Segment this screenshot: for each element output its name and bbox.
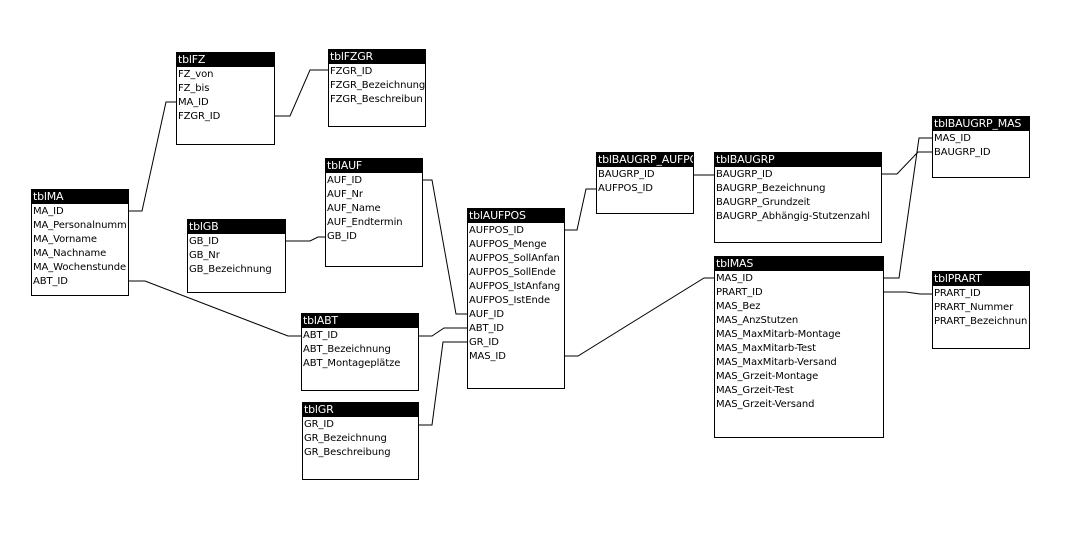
field-PRART_Bezeichnun[interactable]: PRART_Bezeichnun: [934, 316, 1028, 327]
table-title: tblAUFPOS: [468, 209, 564, 223]
field-MAS_MaxMitarb-Montage[interactable]: MAS_MaxMitarb-Montage: [716, 329, 841, 340]
table-title: tblFZGR: [329, 50, 425, 64]
field-BAUGRP_Bezeichnung[interactable]: BAUGRP_Bezeichnung: [716, 183, 826, 194]
field-MAS_MaxMitarb-Test[interactable]: MAS_MaxMitarb-Test: [716, 343, 816, 354]
relationship-line-tblAUFPOS-MAS_ID-to-tblMAS: [564, 277, 715, 357]
field-MA_Vorname[interactable]: MA_Vorname: [33, 234, 97, 245]
field-GR_Beschreibung[interactable]: GR_Beschreibung: [304, 447, 391, 458]
field-AUF_ID[interactable]: AUF_ID: [327, 175, 362, 186]
table-title: tblBAUGRP: [715, 153, 881, 167]
relationship-line-tblMAS-PRART_ID-to-tblPRART: [883, 291, 933, 295]
field-MAS_MaxMitarb-Versand[interactable]: MAS_MaxMitarb-Versand: [716, 357, 837, 368]
table-tblAUFPOS[interactable]: tblAUFPOS AUFPOS_ID AUFPOS_Menge AUFPOS_…: [467, 208, 565, 389]
table-title: tblPRART: [933, 272, 1029, 286]
field-PRART_Nummer[interactable]: PRART_Nummer: [934, 302, 1014, 313]
relationship-line-tblMAS-MAS_ID-to-tblBAUGRP_MAS: [883, 137, 933, 279]
relationship-line-tblFZ-FZGR_ID-to-tblFZGR: [274, 69, 329, 117]
field-MA_ID[interactable]: MA_ID: [33, 206, 64, 217]
field-GB_Nr[interactable]: GB_Nr: [189, 250, 220, 261]
field-FZ_von[interactable]: FZ_von: [178, 69, 214, 80]
field-MAS_AnzStutzen[interactable]: MAS_AnzStutzen: [716, 315, 799, 326]
table-tblMAS[interactable]: tblMAS MAS_ID PRART_ID MAS_Bez MAS_AnzSt…: [714, 256, 884, 438]
field-GB_ID[interactable]: GB_ID: [189, 236, 219, 247]
table-tblABT[interactable]: tblABT ABT_ID ABT_Bezeichnung ABT_Montag…: [301, 313, 419, 391]
field-FZGR_Bezeichnung[interactable]: FZGR_Bezeichnung: [330, 80, 425, 91]
relationship-line-tblAUFPOS-AUFPOS_ID-to-tblBAUGRP_AUFPOS: [564, 188, 597, 231]
table-title: tblGR: [303, 403, 418, 417]
table-tblGB[interactable]: tblGB GB_ID GB_Nr GB_Bezeichnung: [187, 219, 286, 293]
table-tblBAUGRP_AUFPOS[interactable]: tblBAUGRP_AUFPO BAUGRP_ID AUFPOS_ID: [596, 152, 694, 214]
field-AUF_Endtermin[interactable]: AUF_Endtermin: [327, 217, 403, 228]
field-MAS_Grzeit-Test[interactable]: MAS_Grzeit-Test: [716, 385, 794, 396]
table-title: tblBAUGRP_AUFPO: [597, 153, 693, 167]
field-AUFPOS_IstAnfang[interactable]: AUFPOS_IstAnfang: [469, 281, 561, 292]
field-ABT_ID[interactable]: ABT_ID: [303, 330, 338, 341]
field-AUFPOS_SollEnde[interactable]: AUFPOS_SollEnde: [469, 267, 556, 278]
field-MA_Personalnumm[interactable]: MA_Personalnumm: [33, 220, 127, 231]
table-title: tblBAUGRP_MAS: [933, 117, 1029, 131]
field-PRART_ID[interactable]: PRART_ID: [934, 288, 981, 299]
field-GR_ID[interactable]: GR_ID: [304, 419, 334, 430]
field-AUFPOS_ID[interactable]: AUFPOS_ID: [469, 225, 524, 236]
field-AUFPOS_IstEnde[interactable]: AUFPOS_IstEnde: [469, 295, 550, 306]
field-AUFPOS_Menge[interactable]: AUFPOS_Menge: [469, 239, 547, 250]
relationship-line-tblGB-GB_ID-to-tblAUF: [285, 236, 326, 242]
field-AUFPOS_SollAnfan[interactable]: AUFPOS_SollAnfan: [469, 253, 560, 264]
table-tblPRART[interactable]: tblPRART PRART_ID PRART_Nummer PRART_Bez…: [932, 271, 1030, 349]
table-tblAUF[interactable]: tblAUF AUF_ID AUF_Nr AUF_Name AUF_Endter…: [325, 158, 423, 267]
table-title: tblFZ: [177, 53, 274, 67]
field-FZGR_ID[interactable]: FZGR_ID: [330, 66, 373, 77]
field-GR_Bezeichnung[interactable]: GR_Bezeichnung: [304, 433, 387, 444]
relationship-line-tblGR-GR_ID-to-tblAUFPOS: [418, 341, 468, 426]
field-GR_ID[interactable]: GR_ID: [469, 337, 499, 348]
table-title: tblMAS: [715, 257, 883, 271]
table-tblBAUGRP[interactable]: tblBAUGRP BAUGRP_ID BAUGRP_Bezeichnung B…: [714, 152, 882, 243]
field-ABT_Bezeichnung[interactable]: ABT_Bezeichnung: [303, 344, 391, 355]
field-MA_Wochenstunde[interactable]: MA_Wochenstunde: [33, 262, 127, 273]
field-BAUGRP_ID[interactable]: BAUGRP_ID: [598, 169, 655, 180]
field-MAS_ID[interactable]: MAS_ID: [716, 273, 753, 284]
relationship-line-tblBAUGRP-BAUGRP_ID-to-tblBAUGRP_MAS: [881, 151, 933, 175]
field-AUFPOS_ID[interactable]: AUFPOS_ID: [598, 183, 653, 194]
table-tblMA[interactable]: tblMA MA_ID MA_Personalnumm MA_Vorname M…: [31, 189, 129, 296]
field-AUF_ID[interactable]: AUF_ID: [469, 309, 504, 320]
relationship-line-tblABT-ABT_ID-to-tblAUFPOS: [418, 327, 468, 337]
field-FZGR_Beschreibun[interactable]: FZGR_Beschreibun: [330, 94, 423, 105]
field-AUF_Nr[interactable]: AUF_Nr: [327, 189, 363, 200]
field-FZGR_ID[interactable]: FZGR_ID: [178, 111, 221, 122]
field-MAS_ID[interactable]: MAS_ID: [469, 351, 506, 362]
field-MAS_Grzeit-Versand[interactable]: MAS_Grzeit-Versand: [716, 399, 815, 410]
table-tblFZGR[interactable]: tblFZGR FZGR_ID FZGR_Bezeichnung FZGR_Be…: [328, 49, 426, 127]
field-ABT_ID[interactable]: ABT_ID: [469, 323, 504, 334]
field-BAUGRP_Abhaengig-Stutzenzahl[interactable]: BAUGRP_Abhängig-Stutzenzahl: [716, 211, 870, 222]
field-GB_Bezeichnung[interactable]: GB_Bezeichnung: [189, 264, 272, 275]
field-MA_Nachname[interactable]: MA_Nachname: [33, 248, 107, 259]
field-FZ_bis[interactable]: FZ_bis: [178, 83, 210, 94]
field-BAUGRP_Grundzeit[interactable]: BAUGRP_Grundzeit: [716, 197, 811, 208]
table-tblFZ[interactable]: tblFZ FZ_von FZ_bis MA_ID FZGR_ID: [176, 52, 275, 145]
table-title: tblMA: [32, 190, 128, 204]
relationship-line-tblMA-MA_ID-to-tblFZ: [129, 101, 177, 212]
field-BAUGRP_ID[interactable]: BAUGRP_ID: [716, 169, 773, 180]
field-ABT_Montageplaetze[interactable]: ABT_Montageplätze: [303, 358, 401, 369]
table-title: tblAUF: [326, 159, 422, 173]
table-tblGR[interactable]: tblGR GR_ID GR_Bezeichnung GR_Beschreibu…: [302, 402, 419, 480]
field-BAUGRP_ID[interactable]: BAUGRP_ID: [934, 147, 991, 158]
field-MAS_Bez[interactable]: MAS_Bez: [716, 301, 761, 312]
table-title: tblABT: [302, 314, 418, 328]
field-AUF_Name[interactable]: AUF_Name: [327, 203, 381, 214]
table-title: tblGB: [188, 220, 285, 234]
field-MAS_Grzeit-Montage[interactable]: MAS_Grzeit-Montage: [716, 371, 819, 382]
field-GB_ID[interactable]: GB_ID: [327, 231, 357, 242]
field-PRART_ID[interactable]: PRART_ID: [716, 287, 763, 298]
field-MA_ID[interactable]: MA_ID: [178, 97, 209, 108]
table-tblBAUGRP_MAS[interactable]: tblBAUGRP_MAS MAS_ID BAUGRP_ID: [932, 116, 1030, 178]
field-MAS_ID[interactable]: MAS_ID: [934, 133, 971, 144]
relationship-line-tblAUF-AUF_ID-to-tblAUFPOS: [422, 179, 468, 315]
field-ABT_ID[interactable]: ABT_ID: [33, 276, 68, 287]
